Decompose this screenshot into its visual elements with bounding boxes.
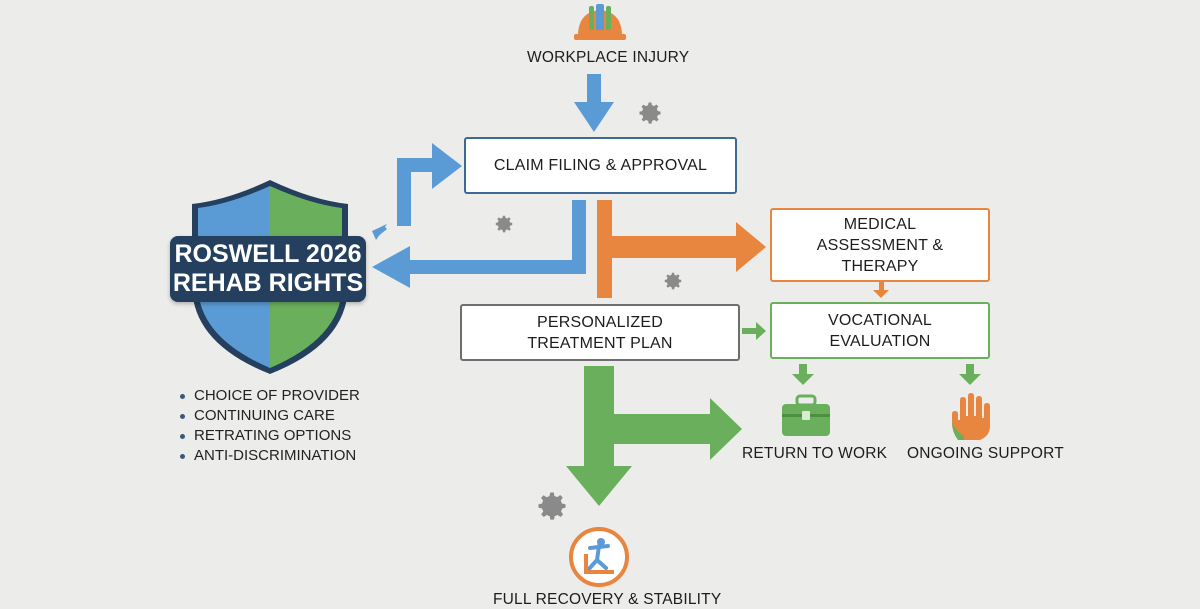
node-claim-filing: CLAIM FILING & APPROVAL	[464, 137, 737, 194]
medical-label-line1: MEDICAL	[843, 215, 917, 233]
shield-title-line2: REHAB RIGHTS	[172, 269, 364, 297]
gear-icon	[538, 492, 566, 520]
hand-icon	[952, 393, 990, 440]
vocational-label-line1: VOCATIONAL	[828, 311, 932, 329]
node-full-recovery: FULL RECOVERY & STABILITY	[493, 591, 722, 608]
arrow-vocational-to-return	[792, 364, 814, 385]
vocational-label-line2: EVALUATION	[829, 332, 931, 350]
gear-icon	[664, 272, 682, 290]
shield-title: ROSWELL 2026 REHAB RIGHTS	[170, 236, 366, 302]
rights-list-item: ANTI-DISCRIMINATION	[178, 446, 360, 466]
node-vocational-evaluation: VOCATIONAL EVALUATION	[770, 302, 990, 359]
hard-hat-icon	[574, 4, 626, 40]
briefcase-icon	[782, 394, 830, 436]
node-medical-assessment: MEDICAL ASSESSMENT & THERAPY	[770, 208, 990, 282]
rights-list-item: CHOICE OF PROVIDER	[178, 386, 360, 406]
arrow-injury-to-claim	[574, 74, 614, 132]
arrow-claim-to-shield	[372, 200, 586, 288]
node-ongoing-support: ONGOING SUPPORT	[907, 445, 1064, 462]
orange-connector	[597, 200, 612, 298]
arrow-treatment-to-return	[584, 366, 742, 462]
arrow-treatment-to-recovery	[566, 366, 632, 506]
claim-label: CLAIM FILING & APPROVAL	[493, 157, 708, 174]
arrow-vocational-to-support	[959, 364, 981, 385]
medical-label-line3: THERAPY	[841, 257, 919, 275]
shield-title-line1: ROSWELL 2026	[174, 240, 362, 268]
arrow-medical-to-vocational	[873, 282, 889, 298]
arrow-claim-to-medical	[612, 222, 766, 272]
treatment-label-line2: TREATMENT PLAN	[527, 334, 673, 352]
rights-list-item: RETRATING OPTIONS	[178, 426, 360, 446]
arrow-treatment-to-vocational	[742, 322, 766, 340]
rights-list: CHOICE OF PROVIDER CONTINUING CARE RETRA…	[178, 386, 360, 466]
treatment-label-line1: PERSONALIZED	[537, 313, 663, 331]
gear-icon	[495, 215, 513, 233]
rights-list-item: CONTINUING CARE	[178, 406, 360, 426]
gear-icon	[639, 102, 661, 124]
medical-label-line2: ASSESSMENT &	[816, 236, 944, 254]
arrow-claim-loop-up	[397, 143, 462, 226]
node-workplace-injury: WORKPLACE INJURY	[527, 49, 690, 66]
person-recovery-icon	[569, 527, 629, 587]
node-return-to-work: RETURN TO WORK	[742, 445, 888, 462]
node-treatment-plan: PERSONALIZED TREATMENT PLAN	[460, 304, 740, 361]
